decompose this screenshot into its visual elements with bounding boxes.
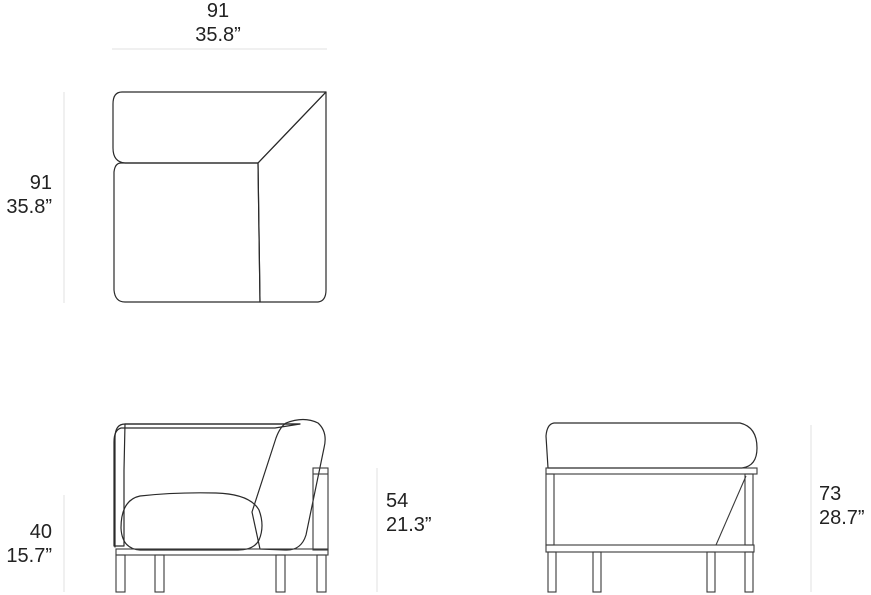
total-height-in: 28.7” — [819, 507, 865, 529]
front-view-base-rail — [115, 548, 329, 556]
side-view-base-rail — [545, 544, 755, 553]
seat-height-cm: 40 — [29, 521, 52, 543]
total-height-dimension-label: 73 28.7” — [819, 482, 871, 530]
top-view-side-backrest — [257, 91, 327, 303]
arm-height-dimension-label: 54 21.3” — [386, 489, 456, 537]
depth-in: 35.8” — [6, 196, 52, 218]
depth-cm: 91 — [29, 172, 52, 194]
depth-dimension-label: 91 35.8” — [0, 171, 52, 219]
width-dimension-label: 91 35.8” — [178, 0, 258, 47]
side-view-back-cushion — [545, 422, 758, 469]
side-view-leg-1 — [547, 551, 557, 593]
front-view-back-outline — [114, 423, 301, 548]
seat-height-dimension-label: 40 15.7” — [0, 520, 52, 568]
side-view — [545, 422, 758, 593]
side-view-front-post — [545, 473, 555, 546]
top-view-seat-cushion — [113, 162, 261, 303]
side-view-leg-4 — [744, 551, 754, 593]
side-view-leg-3 — [706, 551, 716, 593]
arm-height-in: 21.3” — [386, 514, 432, 536]
front-view — [113, 418, 329, 593]
side-view-back-post — [744, 473, 754, 546]
width-in: 35.8” — [195, 24, 241, 46]
front-view-leg-3 — [275, 554, 286, 593]
side-view-diagonal-brace — [715, 475, 747, 546]
front-view-back-cushion — [113, 423, 301, 547]
front-view-leg-1 — [115, 554, 126, 593]
width-cm: 91 — [206, 0, 230, 22]
total-height-cm: 73 — [819, 483, 842, 505]
side-view-leg-2 — [592, 551, 602, 593]
seat-height-in: 15.7” — [6, 545, 52, 567]
top-view — [112, 91, 327, 303]
side-view-top-rail — [545, 467, 758, 475]
front-view-leg-4 — [316, 554, 327, 593]
top-view-backrest — [112, 91, 327, 164]
arm-height-cm: 54 — [386, 490, 409, 512]
front-view-arm-frame — [312, 467, 329, 551]
front-view-seat-cushion — [120, 492, 263, 551]
front-view-leg-2 — [154, 554, 165, 593]
front-view-side-backrest — [251, 418, 326, 551]
